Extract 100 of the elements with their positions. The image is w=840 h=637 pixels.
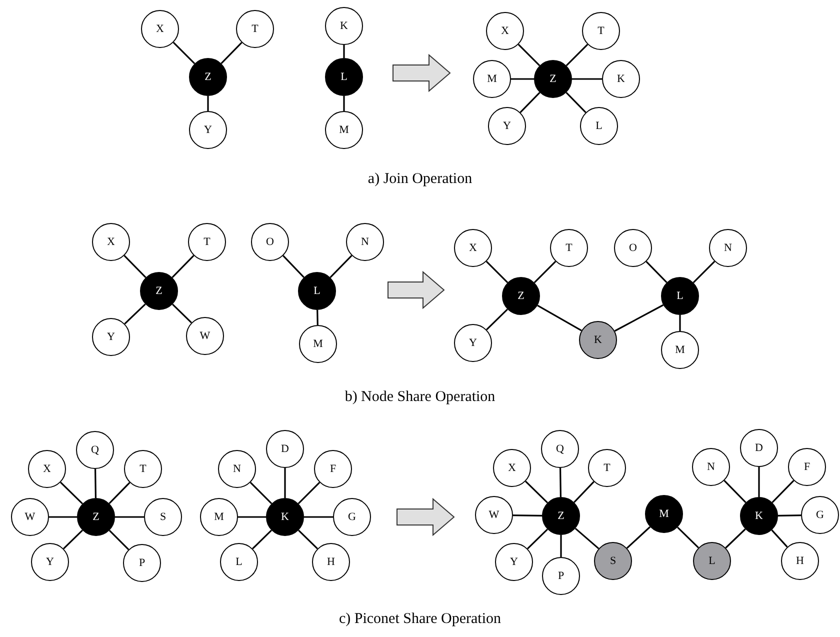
device-node (801, 496, 839, 534)
link-line (692, 260, 716, 284)
node-label: Z (156, 286, 162, 296)
node-label: X (156, 24, 164, 34)
link-line (49, 516, 77, 518)
link-line (679, 315, 681, 331)
device-node (28, 450, 66, 488)
node-label: N (707, 462, 715, 472)
device-node (325, 7, 363, 45)
link-line (115, 516, 144, 518)
node-label: T (252, 24, 258, 34)
node-label: K (340, 20, 348, 32)
device-node (92, 318, 130, 356)
node-label: M (487, 74, 497, 84)
link-line (566, 92, 586, 113)
master-node (266, 498, 304, 536)
node-label: L (340, 72, 348, 82)
master-node (298, 272, 336, 310)
device-node (475, 496, 513, 534)
link-line (537, 304, 582, 332)
link-line (343, 45, 345, 58)
device-node (588, 449, 626, 487)
device-node (218, 450, 256, 488)
link-line (724, 480, 746, 503)
node-label: P (138, 558, 146, 568)
link-line (559, 468, 562, 498)
device-node (788, 448, 826, 486)
device-node (602, 60, 640, 98)
node-label: O (266, 236, 274, 248)
link-line (250, 482, 272, 504)
device-node (486, 12, 524, 50)
master-node (534, 60, 572, 98)
link-line (758, 467, 760, 497)
node-label: P (558, 570, 564, 582)
node-label: Z (204, 72, 212, 82)
link-line (330, 255, 352, 278)
node-label: L (314, 286, 320, 296)
device-node (488, 107, 526, 145)
node-label: H (796, 556, 804, 566)
device-node (76, 431, 114, 469)
link-line (771, 530, 788, 548)
node-label: L (596, 120, 602, 132)
node-label: T (604, 462, 610, 474)
node-label: M (659, 508, 669, 520)
link-line (626, 526, 651, 549)
node-label: X (508, 462, 516, 474)
master-node (140, 272, 178, 310)
node-label: L (236, 556, 242, 568)
device-node (144, 498, 182, 536)
master-node (77, 498, 115, 536)
link-line (108, 482, 130, 504)
device-node (124, 450, 162, 488)
device-node (31, 543, 69, 581)
node-label: X (43, 464, 51, 474)
node-label: Q (91, 444, 99, 456)
link-line (124, 304, 146, 324)
block-arrow-icon (388, 270, 445, 310)
link-line (282, 255, 304, 278)
node-label: T (204, 236, 210, 248)
shared-node (579, 321, 617, 359)
node-label: N (233, 464, 241, 474)
node-label: S (160, 512, 166, 522)
link-line (172, 42, 196, 64)
node-label: H (327, 556, 335, 568)
master-node (189, 58, 227, 96)
block-arrow-icon (392, 54, 451, 92)
device-node (11, 498, 49, 536)
node-label: Y (503, 120, 511, 132)
shared-node (594, 542, 632, 580)
node-label: S (610, 556, 616, 566)
device-node (333, 498, 371, 536)
link-line (63, 530, 83, 550)
link-line (486, 260, 508, 284)
link-line (511, 78, 534, 80)
link-line (566, 44, 588, 66)
node-label: K (755, 510, 763, 522)
master-node (661, 277, 699, 315)
device-node (312, 543, 350, 581)
node-label: Z (550, 74, 556, 84)
node-label: Y (510, 556, 518, 568)
node-label: Y (204, 124, 212, 136)
node-label: G (816, 510, 824, 520)
node-label: G (348, 512, 356, 522)
link-line (518, 44, 540, 66)
node-label: D (755, 442, 763, 454)
link-line (238, 516, 266, 518)
device-node (454, 324, 492, 362)
link-line (572, 78, 602, 80)
link-line (512, 514, 542, 517)
link-line (574, 481, 594, 503)
device-node (188, 223, 226, 261)
device-node (236, 10, 274, 48)
node-label: F (804, 462, 810, 472)
node-label: W (24, 512, 36, 522)
node-label: K (617, 74, 625, 84)
device-node (220, 543, 258, 581)
link-line (778, 514, 802, 516)
node-label: Y (107, 332, 115, 342)
link-line (525, 480, 548, 504)
node-label: W (200, 330, 210, 342)
